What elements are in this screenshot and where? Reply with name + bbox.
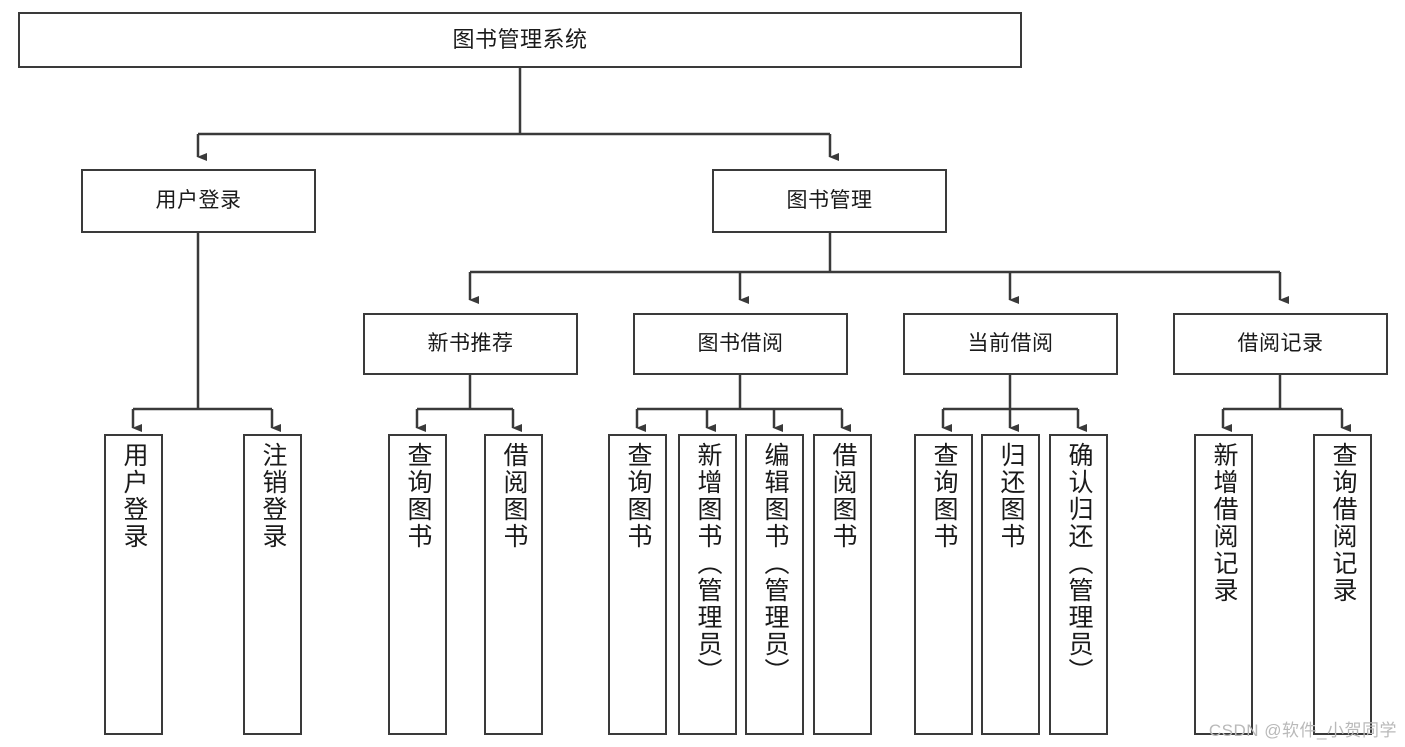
node-leaf-borrow-book-2[interactable]: 借阅图书: [813, 434, 872, 735]
node-label: 新增图书（管理员）: [694, 442, 722, 685]
node-book-borrow[interactable]: 图书借阅: [633, 313, 848, 375]
node-label: 编辑图书（管理员）: [761, 442, 789, 685]
node-leaf-user-logout[interactable]: 注销登录: [243, 434, 302, 735]
node-borrow-record[interactable]: 借阅记录: [1173, 313, 1388, 375]
node-leaf-user-login[interactable]: 用户登录: [104, 434, 163, 735]
node-root-book-management-system[interactable]: 图书管理系统: [18, 12, 1022, 68]
node-leaf-confirm-return[interactable]: 确认归还（管理员）: [1049, 434, 1108, 735]
node-current-borrow[interactable]: 当前借阅: [903, 313, 1118, 375]
node-leaf-query-book-2[interactable]: 查询图书: [608, 434, 667, 735]
node-label: 当前借阅: [967, 332, 1054, 356]
node-label: 查询图书: [404, 442, 432, 550]
connector-bookmanage-to-level3: [468, 233, 1289, 304]
node-new-book-recommend[interactable]: 新书推荐: [363, 313, 578, 375]
connector-userlogin-to-leaves: [131, 233, 281, 432]
node-label: 图书管理系统: [452, 26, 588, 52]
connector-borrowrecord-to-leaves: [1221, 375, 1351, 432]
node-book-manage[interactable]: 图书管理: [712, 169, 947, 233]
connector-bookborrow-to-leaves: [635, 375, 851, 432]
node-label: 查询图书: [930, 442, 958, 550]
node-leaf-query-book-3[interactable]: 查询图书: [914, 434, 973, 735]
node-label: 注销登录: [259, 442, 287, 550]
connector-currentborrow-to-leaves: [941, 375, 1087, 432]
node-label: 新书推荐: [427, 332, 514, 356]
node-leaf-edit-book[interactable]: 编辑图书（管理员）: [745, 434, 804, 735]
node-leaf-query-book-1[interactable]: 查询图书: [388, 434, 447, 735]
node-leaf-return-book[interactable]: 归还图书: [981, 434, 1040, 735]
node-label: 查询借阅记录: [1329, 442, 1357, 604]
node-label: 借阅记录: [1237, 332, 1324, 356]
node-label: 图书管理: [786, 189, 873, 213]
node-user-login[interactable]: 用户登录: [81, 169, 316, 233]
node-label: 查询图书: [624, 442, 652, 550]
node-label: 用户登录: [120, 442, 148, 550]
node-label: 借阅图书: [829, 442, 857, 550]
node-label: 新增借阅记录: [1210, 442, 1238, 604]
node-label: 确认归还（管理员）: [1065, 442, 1093, 685]
node-label: 图书借阅: [697, 332, 784, 356]
connector-newbook-to-leaves: [415, 375, 522, 432]
node-leaf-add-record[interactable]: 新增借阅记录: [1194, 434, 1253, 735]
node-leaf-borrow-book-1[interactable]: 借阅图书: [484, 434, 543, 735]
connector-root-to-level2: [196, 68, 839, 161]
node-label: 用户登录: [155, 189, 242, 213]
node-label: 归还图书: [997, 442, 1025, 550]
node-leaf-query-record[interactable]: 查询借阅记录: [1313, 434, 1372, 735]
node-label: 借阅图书: [500, 442, 528, 550]
node-leaf-add-book[interactable]: 新增图书（管理员）: [678, 434, 737, 735]
